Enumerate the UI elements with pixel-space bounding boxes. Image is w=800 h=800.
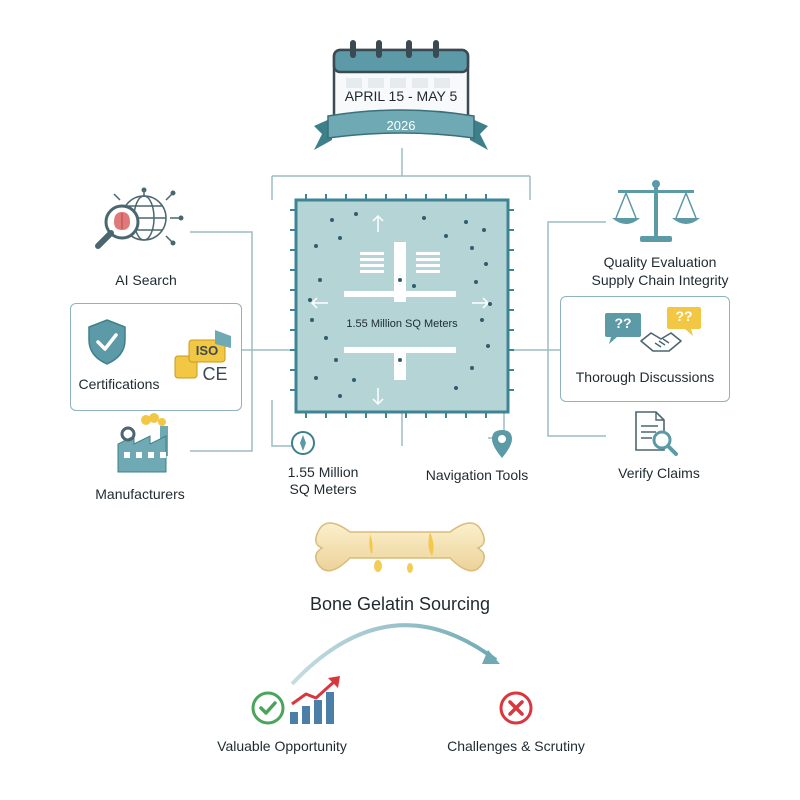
manufacturers-label: Manufacturers bbox=[95, 486, 185, 502]
calendar-year: 2026 bbox=[386, 118, 416, 133]
navigation-tools-label: Navigation Tools bbox=[425, 467, 529, 483]
main-title: Bone Gelatin Sourcing bbox=[309, 594, 491, 614]
quality-evaluation-label: Quality Evaluation bbox=[603, 254, 717, 270]
floor-plan: 1.55 Million SQ Meters bbox=[290, 194, 514, 418]
handshake-icon bbox=[639, 329, 683, 358]
discussions-box: ?? ?? Thorough Discussions bbox=[560, 296, 730, 402]
area-label-line2: SQ Meters bbox=[289, 481, 357, 497]
iso-badge-text: ISO bbox=[195, 343, 219, 358]
location-pin-icon bbox=[490, 428, 514, 465]
ai-search-label: AI Search bbox=[115, 272, 177, 288]
check-circle-icon bbox=[250, 690, 286, 731]
growth-bar-chart-icon bbox=[290, 674, 346, 731]
speech-bubble-right-text: ?? bbox=[675, 308, 693, 324]
certifications-label: Certifications bbox=[78, 376, 160, 392]
compass-icon bbox=[290, 430, 316, 461]
bone-icon bbox=[312, 510, 488, 585]
factory-icon bbox=[116, 413, 186, 476]
balance-scale-icon bbox=[608, 178, 704, 248]
certifications-box: ISO CE Certifications bbox=[70, 303, 242, 411]
shield-check-icon bbox=[85, 318, 129, 371]
iso-ce-badge-icon: ISO CE bbox=[174, 330, 235, 388]
area-label-line1: 1.55 Million bbox=[287, 464, 359, 480]
calendar-dates: APRIL 15 - MAY 5 bbox=[344, 88, 458, 104]
floor-plan-area-label: 1.55 Million SQ Meters bbox=[346, 318, 458, 330]
document-magnifier-icon bbox=[632, 410, 680, 463]
verify-claims-label: Verify Claims bbox=[618, 465, 700, 481]
speech-bubble-right-icon: ?? bbox=[665, 305, 703, 342]
supply-chain-integrity-label: Supply Chain Integrity bbox=[591, 272, 729, 288]
calendar-icon: APRIL 15 - MAY 5 2026 bbox=[306, 38, 496, 158]
speech-bubble-left-icon: ?? bbox=[603, 311, 643, 350]
x-circle-icon bbox=[498, 690, 534, 731]
ai-search-icon bbox=[92, 187, 184, 266]
challenges-scrutiny-label: Challenges & Scrutiny bbox=[447, 738, 585, 754]
thorough-discussions-label: Thorough Discussions bbox=[575, 369, 715, 385]
speech-bubble-left-text: ?? bbox=[614, 315, 632, 331]
ce-mark-text: CE bbox=[202, 364, 228, 384]
valuable-opportunity-label: Valuable Opportunity bbox=[217, 738, 347, 754]
